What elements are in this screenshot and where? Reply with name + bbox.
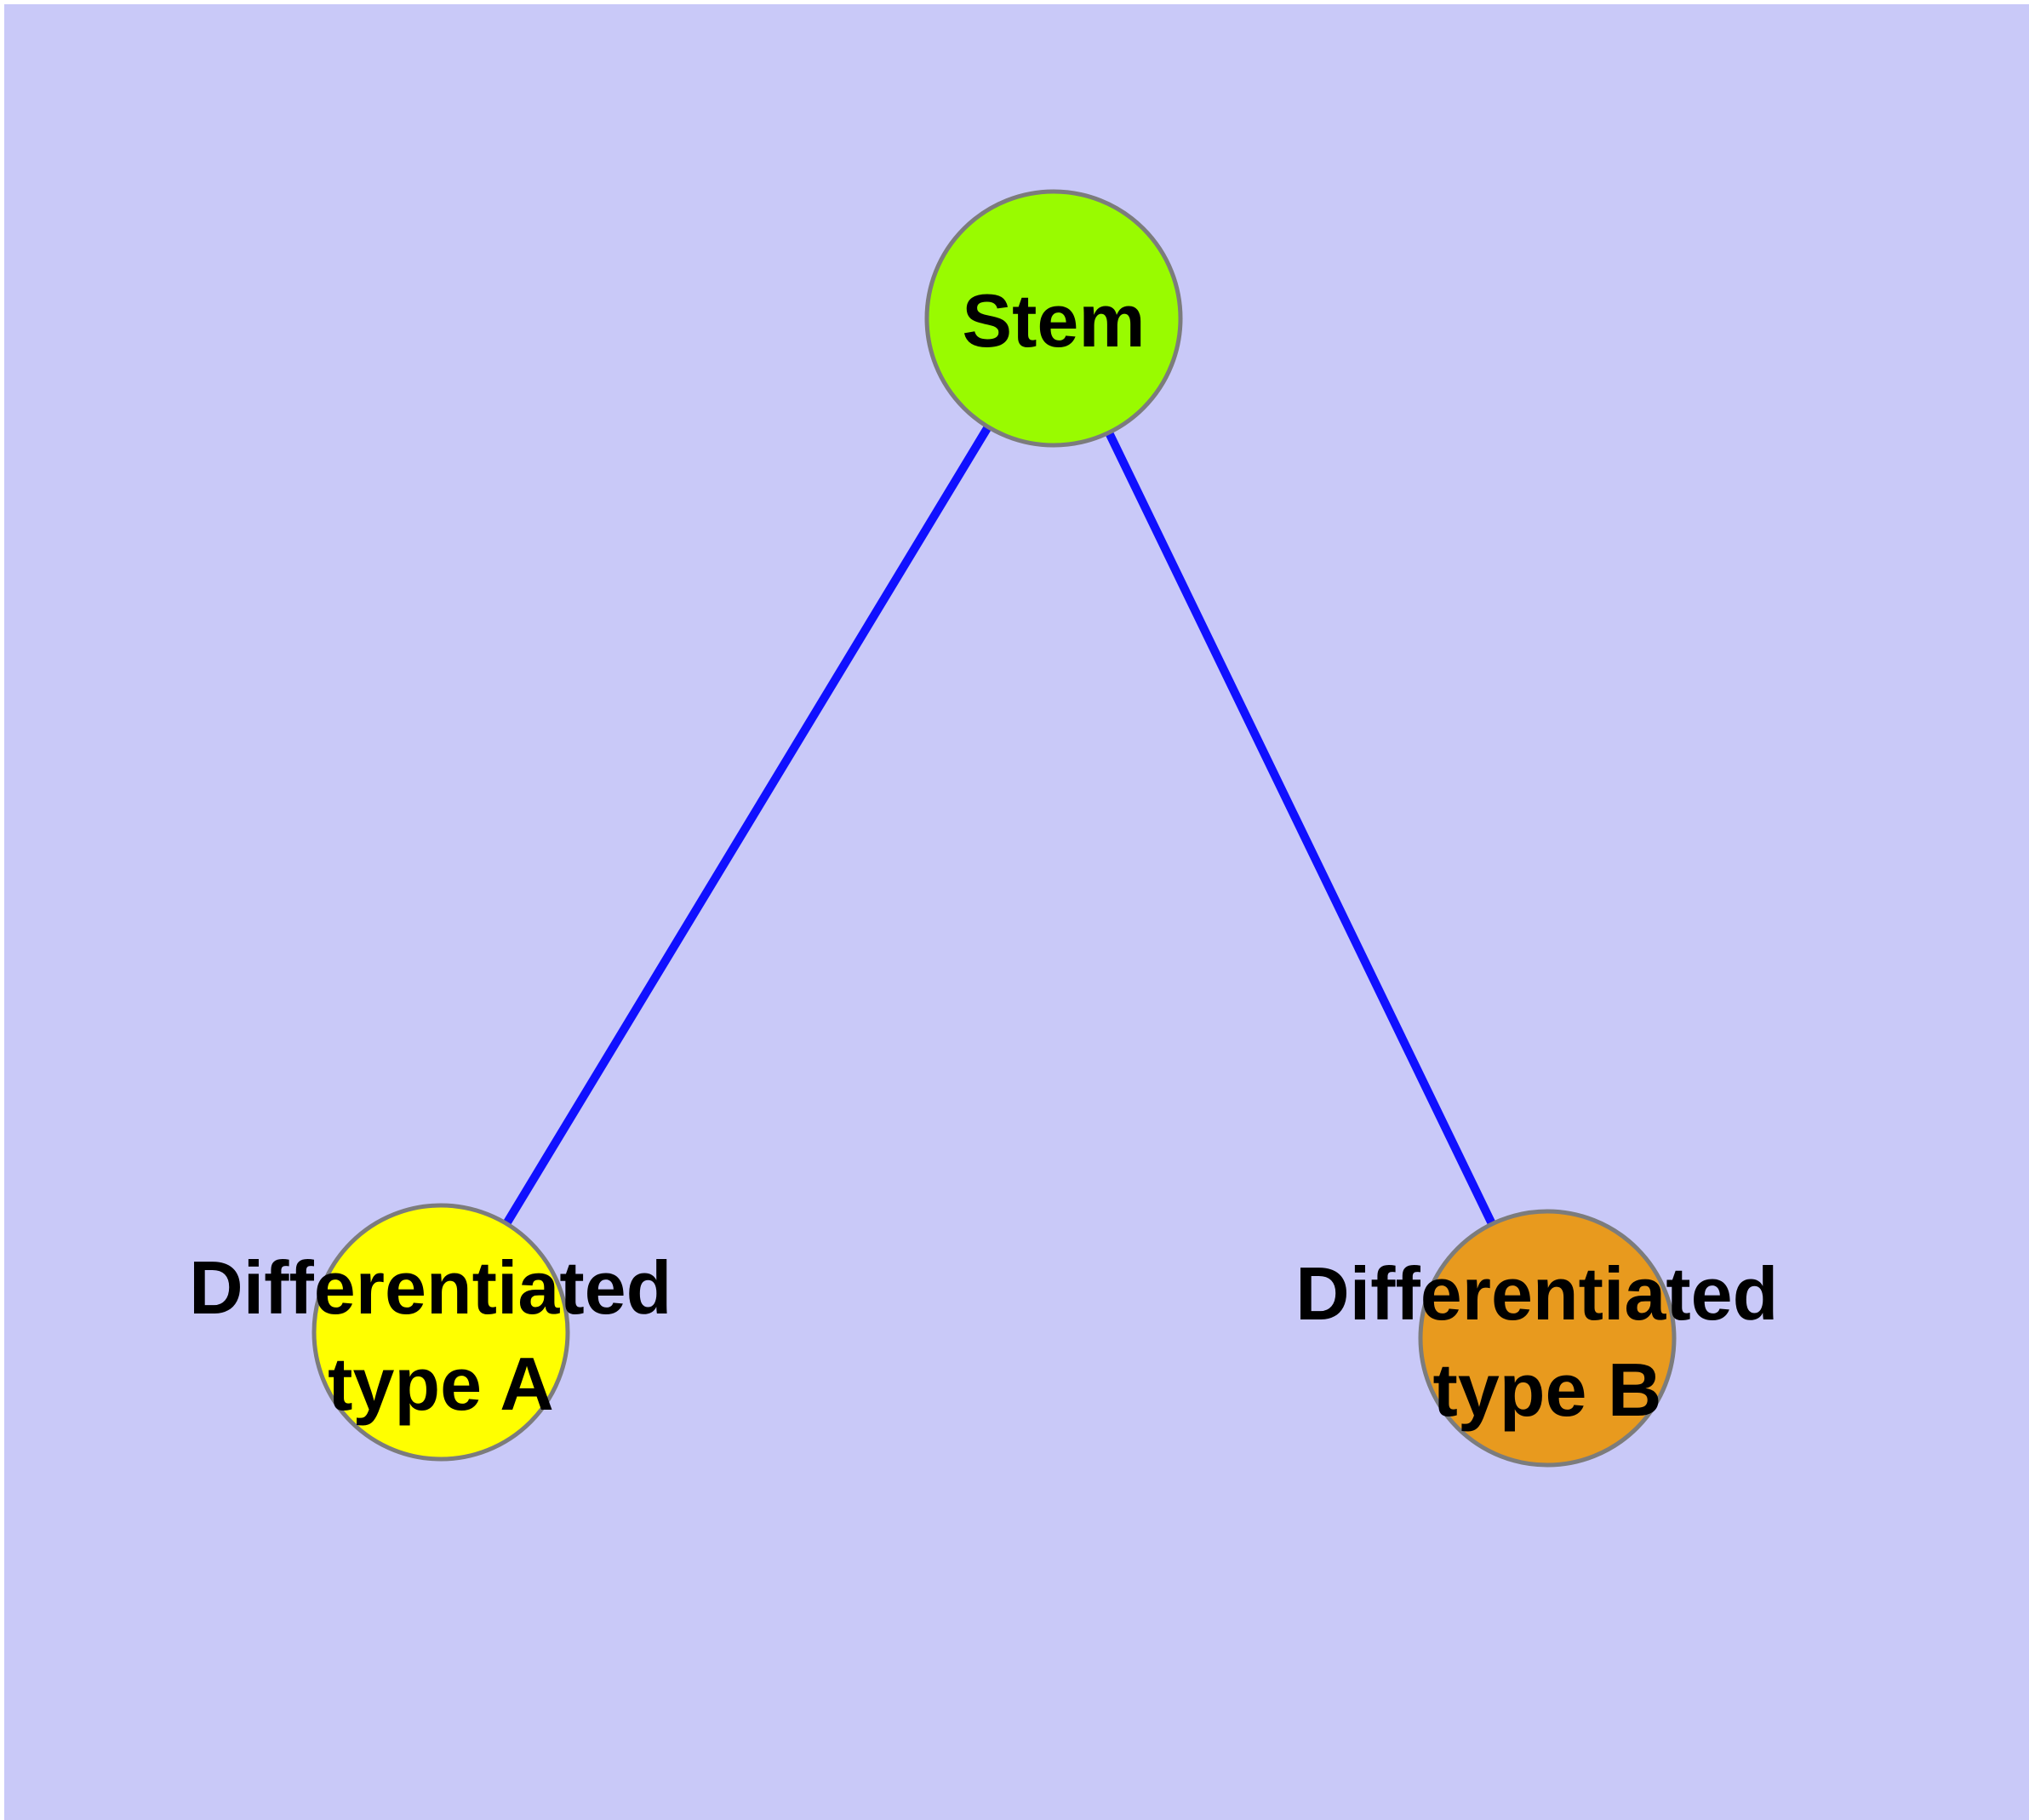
node-type-a-label: Differentiated type A [189, 1245, 693, 1426]
node-layer [311, 189, 1677, 1468]
node-type-b-label-line1: Differentiated [1295, 1251, 1778, 1336]
edge-stem-to-type-a [437, 316, 1058, 1335]
label-layer: Stem Differentiated type A Differentiate… [189, 278, 1799, 1432]
node-type-b-label-line2: type B [1433, 1348, 1662, 1432]
edge-layer [437, 316, 1552, 1341]
edge-stem-to-type-b [1049, 316, 1552, 1341]
node-differentiated-type-b [1418, 1209, 1677, 1468]
node-type-b-label: Differentiated type B [1295, 1251, 1799, 1432]
node-type-a-label-line2: type A [328, 1342, 554, 1426]
node-differentiated-type-a [311, 1203, 570, 1462]
node-stem-label: Stem [962, 278, 1145, 363]
node-stem [924, 189, 1183, 448]
node-type-a-label-line1: Differentiated [189, 1245, 672, 1330]
